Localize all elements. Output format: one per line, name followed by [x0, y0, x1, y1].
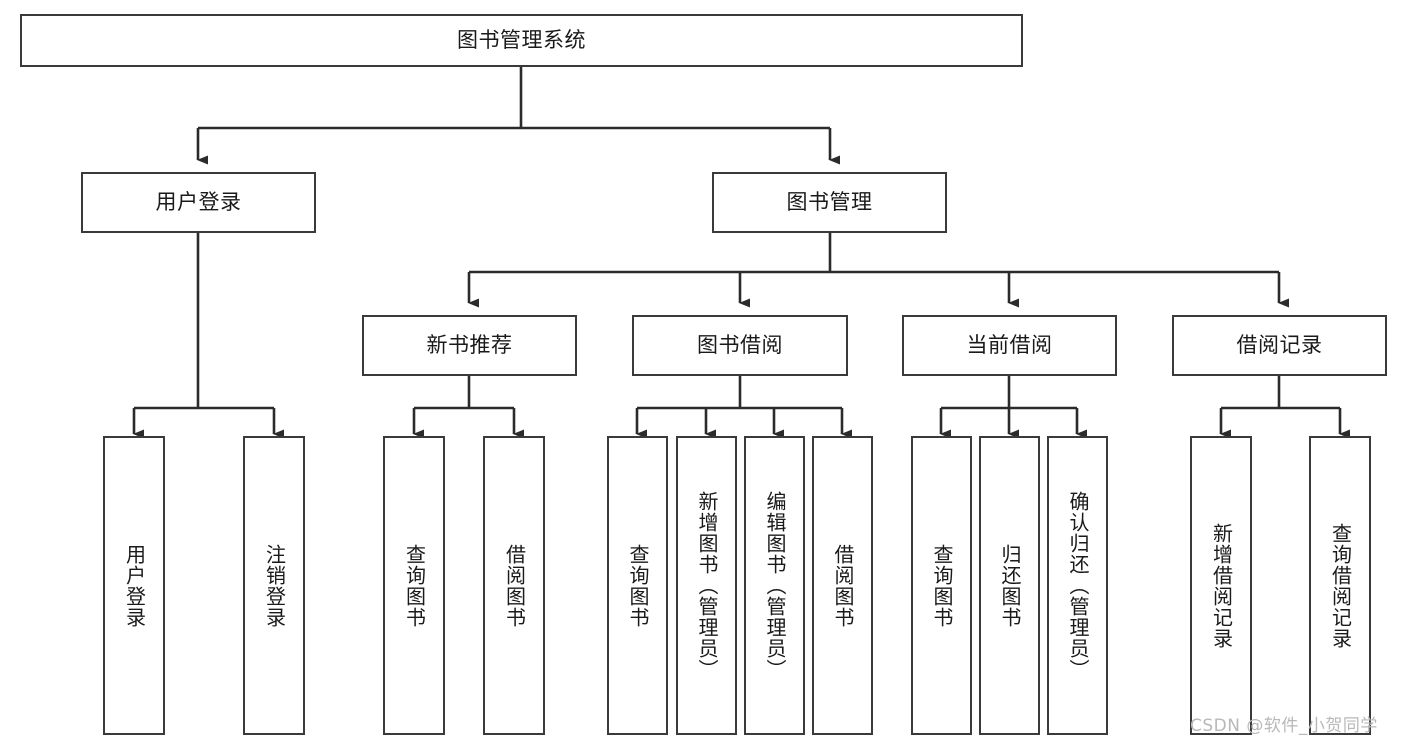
leaf-query-book-borrow[interactable]: 查询图书 — [607, 436, 668, 735]
node-label: 图书管理 — [786, 190, 873, 215]
node-label: 图书管理系统 — [457, 28, 586, 53]
node-label: 图书借阅 — [697, 333, 783, 358]
node-book-management[interactable]: 图书管理 — [712, 172, 947, 233]
node-label: 用户登录 — [122, 543, 147, 628]
leaf-add-book[interactable]: 新增图书（管理员） — [676, 436, 737, 735]
node-label: 借阅图书 — [831, 543, 855, 628]
node-user-login[interactable]: 用户登录 — [81, 172, 316, 233]
leaf-user-login[interactable]: 用户登录 — [103, 436, 165, 735]
node-label: 查询借阅记录 — [1328, 522, 1353, 649]
node-current-borrow[interactable]: 当前借阅 — [902, 315, 1117, 376]
node-label: 借阅图书 — [502, 543, 527, 628]
node-label: 编辑图书（管理员） — [763, 491, 787, 680]
node-label: 归还图书 — [998, 543, 1022, 628]
node-label: 借阅记录 — [1236, 333, 1323, 358]
node-book-borrow[interactable]: 图书借阅 — [632, 315, 848, 376]
leaf-query-book-current[interactable]: 查询图书 — [911, 436, 972, 735]
leaf-logout[interactable]: 注销登录 — [243, 436, 305, 735]
node-label: 注销登录 — [262, 543, 287, 628]
leaf-return-book[interactable]: 归还图书 — [979, 436, 1040, 735]
node-label: 查询图书 — [930, 543, 954, 628]
node-book-management-system[interactable]: 图书管理系统 — [20, 14, 1023, 67]
node-label: 当前借阅 — [966, 333, 1053, 358]
node-label: 新增图书（管理员） — [695, 491, 719, 680]
node-borrow-record[interactable]: 借阅记录 — [1172, 315, 1387, 376]
leaf-borrow-book[interactable]: 借阅图书 — [812, 436, 873, 735]
node-label: 查询图书 — [402, 543, 427, 628]
leaf-confirm-return[interactable]: 确认归还（管理员） — [1047, 436, 1108, 735]
leaf-query-book-recommend[interactable]: 查询图书 — [383, 436, 445, 735]
node-new-book-recommend[interactable]: 新书推荐 — [362, 315, 577, 376]
leaf-edit-book[interactable]: 编辑图书（管理员） — [744, 436, 805, 735]
leaf-add-borrow-record[interactable]: 新增借阅记录 — [1190, 436, 1252, 735]
node-label: 新增借阅记录 — [1209, 522, 1234, 649]
node-label: 新书推荐 — [426, 333, 513, 358]
node-label: 查询图书 — [626, 543, 650, 628]
node-label: 用户登录 — [155, 190, 242, 215]
leaf-query-borrow-record[interactable]: 查询借阅记录 — [1309, 436, 1371, 735]
leaf-borrow-book-recommend[interactable]: 借阅图书 — [483, 436, 545, 735]
node-label: 确认归还（管理员） — [1066, 491, 1090, 680]
